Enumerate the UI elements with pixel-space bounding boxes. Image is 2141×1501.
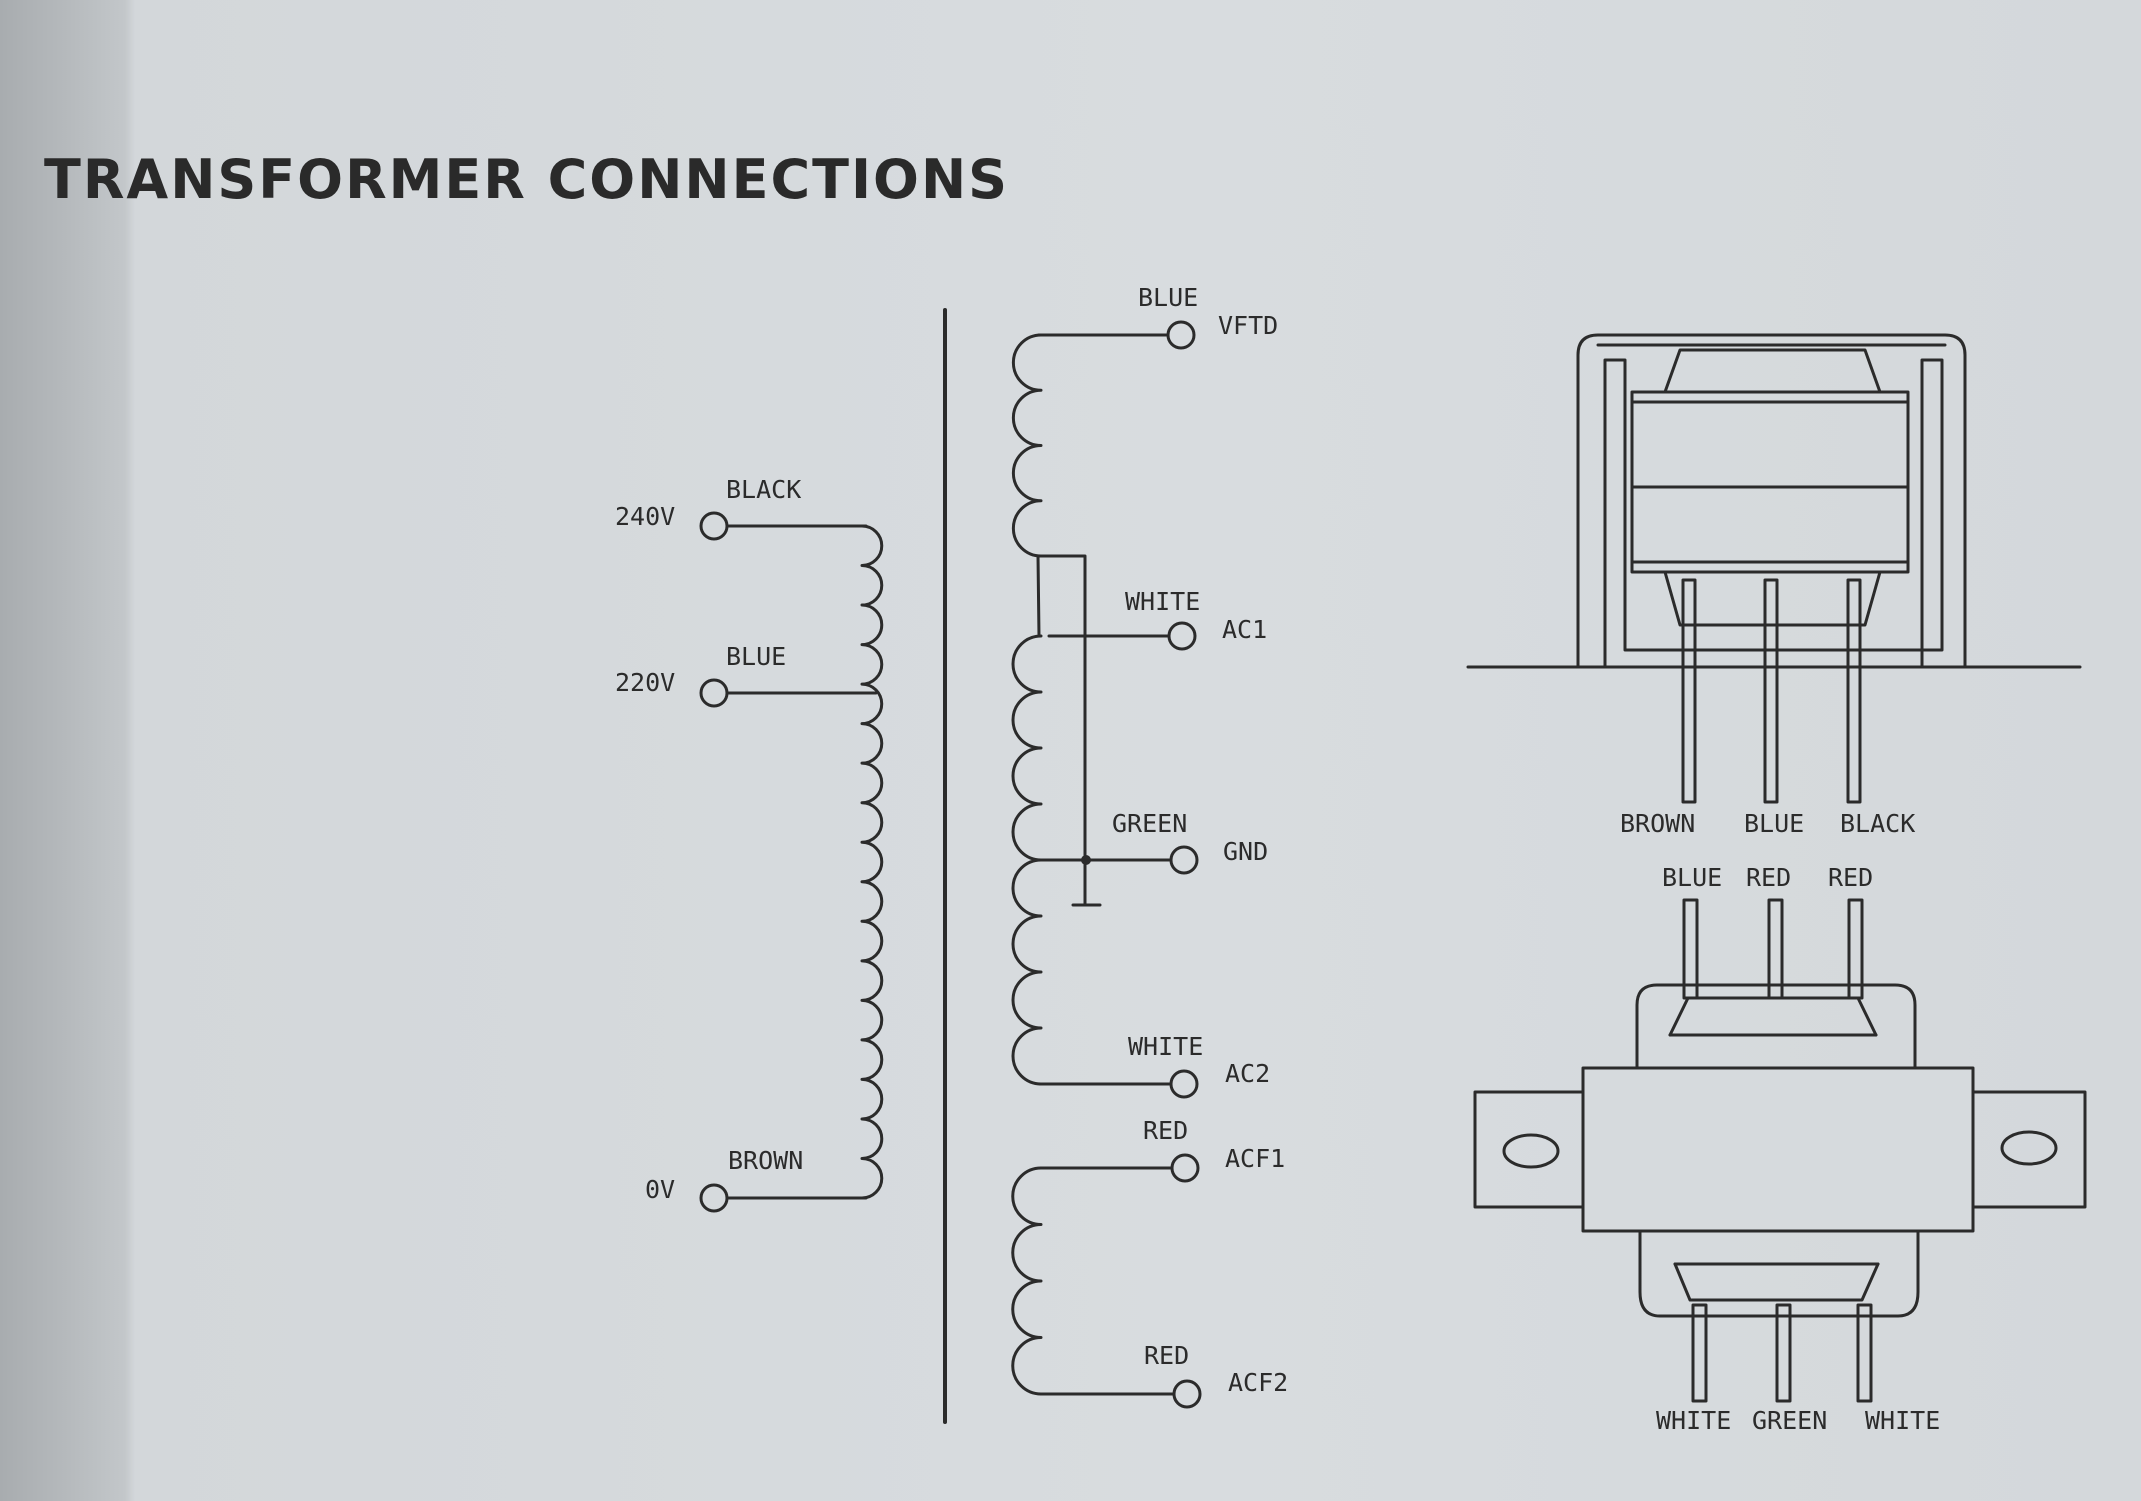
label-vftd: VFTD	[1218, 311, 1278, 340]
pin-brown	[1681, 578, 1697, 804]
pin-label-blue: BLUE	[1744, 809, 1804, 838]
pin-black	[1846, 578, 1862, 804]
pin-label-brown: BROWN	[1620, 809, 1695, 838]
bracket-inner	[1603, 358, 1944, 669]
terminal-ac1	[1167, 621, 1197, 651]
secondary-coil-acf	[1011, 1166, 1043, 1396]
wire-label-acf2: RED	[1144, 1341, 1189, 1370]
terminal-acf2	[1172, 1379, 1202, 1409]
terminal-acf1	[1170, 1153, 1200, 1183]
core-laminations	[1581, 1066, 1975, 1233]
label-240v: 240V	[615, 502, 675, 531]
top-pin-label-red-1: RED	[1746, 863, 1791, 892]
pin-blue	[1763, 578, 1779, 804]
bottom-pin-label-green: GREEN	[1752, 1406, 1827, 1435]
terminal-240v	[699, 511, 729, 541]
bottom-pin-green	[1775, 1303, 1792, 1403]
top-pin-red-2	[1847, 898, 1864, 1000]
terminal-gnd	[1169, 845, 1199, 875]
pin-label-black: BLACK	[1840, 809, 1915, 838]
top-pin-label-blue: BLUE	[1662, 863, 1722, 892]
wire-label-ac1: WHITE	[1125, 587, 1200, 616]
primary-winding: 240V BLACK 220V BLUE 0V BROWN	[615, 475, 884, 1213]
secondary-coil-vftd	[1011, 333, 1043, 558]
page-title: TRANSFORMER CONNECTIONS	[44, 148, 1010, 211]
bobbin-bottom-cap	[1663, 570, 1882, 627]
wire-label-brown: BROWN	[728, 1146, 803, 1175]
top-pin-label-red-2: RED	[1828, 863, 1873, 892]
mounting-hole-right	[2000, 1130, 2058, 1166]
terminal-220v	[699, 678, 729, 708]
lead-vftd-return	[1036, 554, 1087, 907]
wire-label-blue: BLUE	[726, 642, 786, 671]
primary-coil	[860, 524, 884, 1200]
label-acf2: ACF2	[1228, 1368, 1288, 1397]
wire-label-acf1: RED	[1143, 1116, 1188, 1145]
bottom-pin-white-2	[1856, 1303, 1873, 1403]
junction-dot	[1081, 855, 1091, 865]
label-gnd: GND	[1223, 837, 1268, 866]
mounting-hole-left	[1502, 1133, 1560, 1169]
secondary-coil-ac	[1011, 634, 1043, 1086]
label-ac2: AC2	[1225, 1059, 1270, 1088]
top-pin-red-1	[1767, 898, 1784, 1000]
bottom-pin-label-white-1: WHITE	[1656, 1406, 1731, 1435]
bobbin-top-cap	[1663, 348, 1882, 394]
coil-body	[1630, 390, 1910, 574]
terminal-ac2	[1169, 1069, 1199, 1099]
bottom-pin-label-white-2: WHITE	[1865, 1406, 1940, 1435]
bottom-pin-white-1	[1691, 1303, 1708, 1403]
side-view-drawing: BROWN BLUE BLACK	[1466, 333, 2082, 838]
label-0v: 0V	[645, 1175, 675, 1204]
bracket-outer	[1576, 333, 1967, 669]
bobbin-upper-outer	[1635, 983, 1917, 1070]
secondary-winding: BLUE VFTD WHITE AC1 GREEN GND WHITE AC2 …	[1011, 283, 1288, 1409]
terminal-vftd	[1166, 320, 1196, 350]
bobbin-lower-outer	[1638, 1229, 1920, 1318]
top-pin-blue	[1682, 898, 1699, 1000]
terminal-0v	[699, 1183, 729, 1213]
bobbin-lower-inner	[1673, 1262, 1880, 1302]
bobbin-upper-inner	[1668, 996, 1878, 1037]
wire-label-vftd: BLUE	[1138, 283, 1198, 312]
wire-label-black: BLACK	[726, 475, 801, 504]
label-ac1: AC1	[1222, 615, 1267, 644]
wire-label-ac2: WHITE	[1128, 1032, 1203, 1061]
wire-label-gnd: GREEN	[1112, 809, 1187, 838]
top-view-drawing: BLUE RED RED WHITE GREEN WHITE	[1473, 863, 2087, 1435]
label-220v: 220V	[615, 668, 675, 697]
label-acf1: ACF1	[1225, 1144, 1285, 1173]
